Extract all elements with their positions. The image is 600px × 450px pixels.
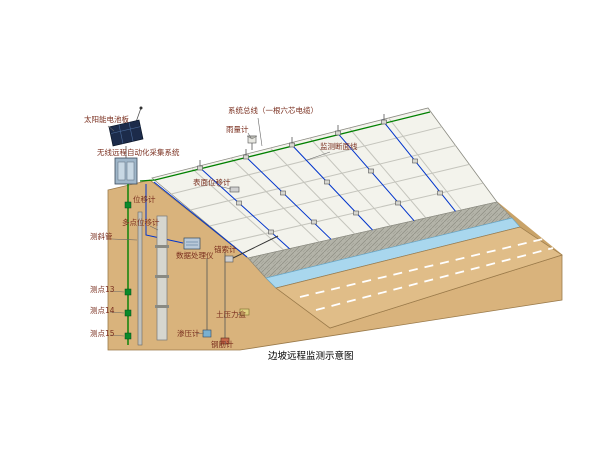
label-system-bus: 系统总线（一根六芯电缆）	[228, 106, 318, 115]
surface-displacement-meter-icon	[229, 186, 240, 193]
label-point14: 测点14	[90, 306, 115, 315]
label-rebar-meter: 钢筋计	[211, 340, 234, 349]
data-processor-icon	[183, 237, 201, 250]
label-inclinometer: 测斜管	[90, 232, 113, 241]
label-piezometer: 渗压计	[177, 329, 200, 338]
label-rain-gauge: 雨量计	[226, 125, 249, 134]
label-wireless-system: 无线远程自动化采集系统	[97, 148, 180, 157]
slope-edge-cable	[153, 181, 248, 258]
crosssection-cable	[145, 184, 184, 244]
rain-gauge-icon	[246, 135, 258, 150]
label-data-processor: 数据处理仪	[176, 251, 214, 260]
earth-pressure-cell-icon	[239, 308, 250, 316]
inclinometer-casing-icon	[137, 211, 143, 346]
label-multi-disp: 多点位移计	[122, 218, 160, 227]
label-solar-panel: 太阳能电池板	[84, 115, 129, 124]
label-surface-disp: 表面位移计	[193, 178, 231, 187]
label-point15: 测点15	[90, 329, 115, 338]
solar-panel-icon	[108, 106, 144, 160]
wireless-acquisition-cabinet-icon	[114, 157, 138, 185]
label-disp-meter: 位移计	[133, 195, 156, 204]
main-sensor-cable	[124, 184, 132, 345]
leader-lines	[107, 117, 331, 345]
label-anchor-meter: 锚索计	[214, 245, 237, 254]
label-point13: 测点13	[90, 285, 115, 294]
monitoring-section-lines	[197, 119, 456, 250]
piezometer-icon	[202, 258, 212, 338]
slope-toe-riprap-texture	[248, 202, 512, 278]
label-monitor-section: 监测断面线	[320, 142, 358, 151]
road-lane-markings	[299, 238, 554, 311]
diagram-caption: 边坡远程监测示意图	[268, 351, 354, 362]
multipoint-extensometer-icon	[155, 215, 169, 341]
slope-sensor-nodes	[197, 114, 443, 235]
label-earth-pressure: 土压力盒	[216, 310, 246, 319]
